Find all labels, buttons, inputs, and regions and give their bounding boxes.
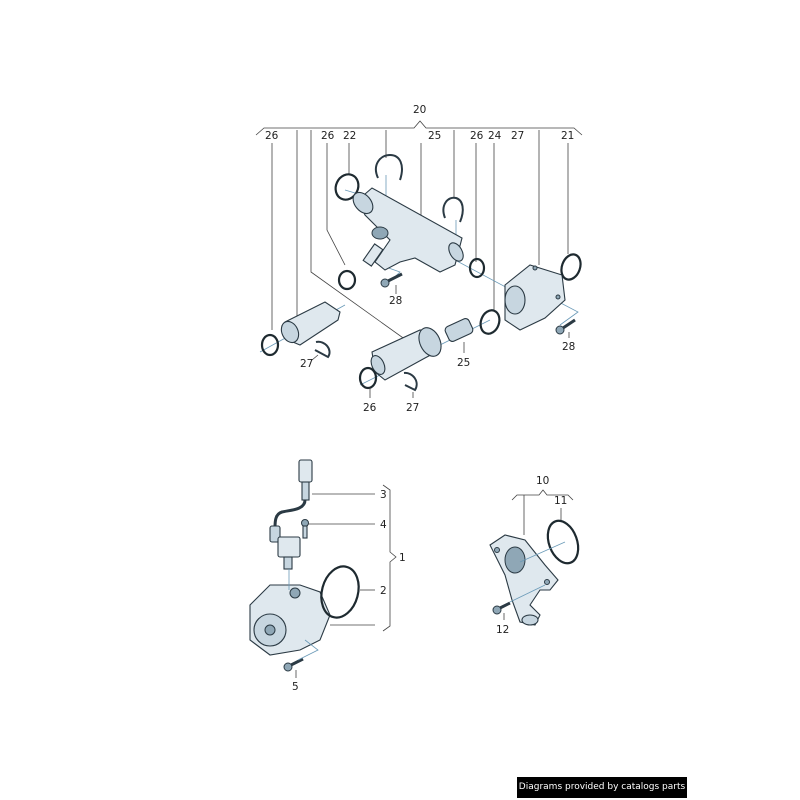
callout-2: 2 [380,585,387,597]
callout-27: 27 [511,130,524,142]
callout-3: 3 [380,489,387,501]
o-ring-11 [546,519,580,565]
hose-connector-middle [370,327,442,381]
callout-20: 20 [413,104,426,116]
o-ring-26 [337,269,357,291]
callout-26: 26 [470,130,484,142]
group-20-bracket: 20 [255,104,583,351]
group-1-bracket [382,484,397,632]
retaining-clip-27 [314,340,331,359]
callout-4: 4 [380,519,387,531]
coolant-pipe-tee [352,187,464,273]
callout-25: 25 [428,130,441,142]
o-ring-26 [358,366,378,390]
o-ring-24 [479,309,501,335]
coolant-pump-group [249,459,375,678]
screw-28: 28 [555,318,576,353]
o-ring-26 [468,257,486,279]
callout-12: 12 [496,624,509,636]
callout-24: 24 [488,130,502,142]
callout-28: 28 [389,295,402,307]
callout-22: 22 [343,130,356,142]
screw-28: 28 [380,272,403,307]
callout-1: 1 [399,552,406,564]
callout-27: 27 [300,358,313,370]
retaining-clip-27 [403,371,418,392]
hose-connector-left [280,301,341,346]
callout-26: 26 [363,402,377,414]
retaining-clip [374,153,403,181]
coolant-flange-group: 10 11 12 [489,475,580,636]
callout-26: 26 [321,130,335,142]
thermostat-housing [504,264,566,331]
callout-25: 25 [457,357,470,369]
callout-11: 11 [554,495,567,507]
o-ring-22 [334,173,360,201]
sensor-body [277,536,301,558]
credit-banner: Diagrams provided by catalogs parts [517,777,687,798]
o-ring-26 [260,333,280,357]
o-ring-21 [560,253,582,281]
callout-21: 21 [561,130,574,142]
callout-28: 28 [562,341,575,353]
sensor-plug [298,459,313,483]
thermostat-25: 25 [444,318,474,369]
callout-27: 27 [406,402,419,414]
callout-26: 26 [265,130,279,142]
group-20-labels: 26 26 22 25 26 24 27 21 [265,130,574,142]
callout-5: 5 [292,681,299,693]
retaining-clip [442,196,464,223]
callout-10: 10 [536,475,549,487]
o-ring-2 [320,565,360,619]
